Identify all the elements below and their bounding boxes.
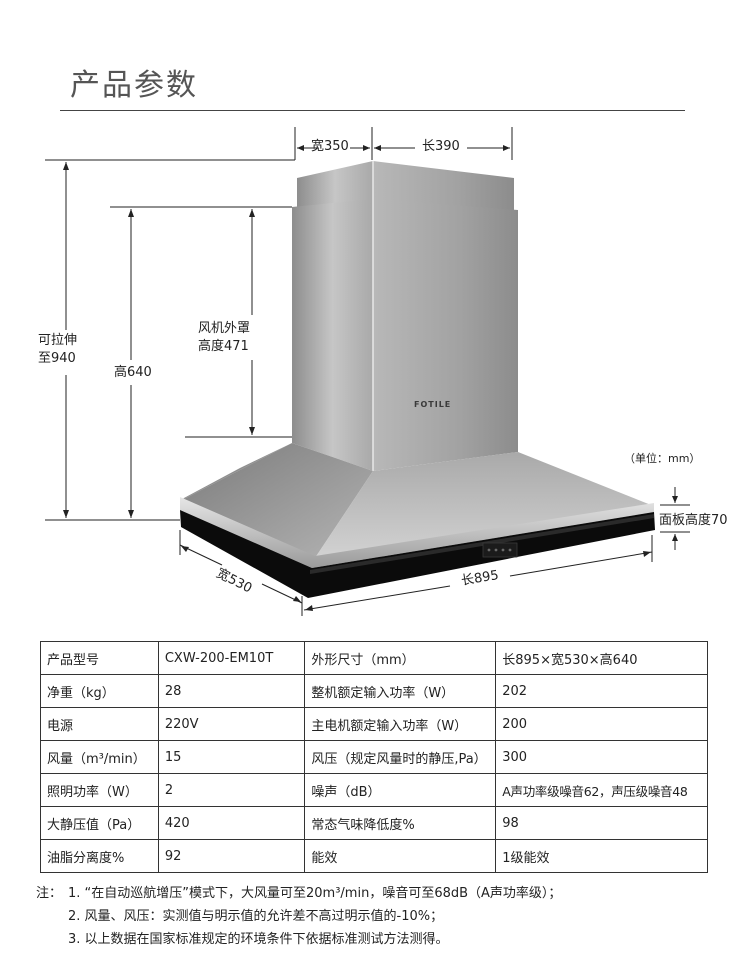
table-row: 油脂分离度% 92 能效 1级能效 — [40, 839, 708, 873]
unit-note: （单位：mm） — [624, 452, 701, 465]
table-row: 大静压值（Pa） 420 常态气味降低度% 98 — [40, 806, 708, 840]
spec-label: 照明功率（W） — [40, 773, 159, 807]
note-text: 3. 以上数据在国家标准规定的环境条件下依据标准测试方法测得。 — [68, 932, 449, 947]
dim-chimney-length: 长390 — [422, 139, 460, 154]
dim-chimney-width: 宽350 — [311, 139, 349, 154]
dim-extendable-line1: 可拉伸 — [38, 333, 78, 348]
spec-label: 风量（m³/min） — [40, 740, 159, 774]
dim-extendable-line2: 至940 — [38, 351, 76, 366]
spec-label: 电源 — [40, 707, 159, 741]
spec-value: 220V — [157, 707, 306, 741]
brand-logo: FOTILE — [414, 400, 452, 409]
range-hood-illustration — [45, 127, 690, 616]
canopy-top-left — [182, 443, 292, 500]
note-text: 2. 风量、风压：实测值与明示值的允许差不高过明示值的-10%； — [68, 909, 444, 924]
title-divider — [60, 110, 685, 111]
spec-value: 202 — [495, 674, 708, 708]
spec-table: 产品型号 CXW-200-EM10T 外形尺寸（mm） 长895×宽530×高6… — [40, 641, 708, 873]
spec-label: 净重（kg） — [40, 674, 159, 708]
spec-value: 300 — [495, 740, 708, 774]
notes-prefix: 注： — [36, 886, 63, 901]
spec-value: 15 — [157, 740, 306, 774]
page-title: 产品参数 — [70, 68, 198, 103]
spec-label: 产品型号 — [40, 641, 159, 675]
spec-value: 2 — [157, 773, 306, 807]
lower-chimney-right — [373, 199, 518, 471]
table-row: 电源 220V 主电机额定输入功率（W） 200 — [40, 707, 708, 741]
spec-value: A声功率级噪音62，声压级噪音48 — [495, 773, 708, 807]
table-row: 净重（kg） 28 整机额定输入功率（W） 202 — [40, 674, 708, 708]
spec-label: 油脂分离度% — [40, 839, 159, 873]
canopy-left-face — [182, 443, 373, 558]
canopy-right-face — [315, 452, 651, 558]
spec-value: 长895×宽530×高640 — [495, 641, 708, 675]
spec-label: 能效 — [304, 839, 497, 873]
dim-height: 高640 — [114, 365, 152, 380]
dim-fan-cover-line1: 风机外罩 — [198, 321, 251, 336]
spec-value: 200 — [495, 707, 708, 741]
canopy-rim — [180, 497, 654, 568]
spec-value: 92 — [157, 839, 306, 873]
spec-label: 主电机额定输入功率（W） — [304, 707, 497, 741]
table-row: 风量（m³/min） 15 风压（规定风量时的静压,Pa） 300 — [40, 740, 708, 774]
spec-label: 大静压值（Pa） — [40, 806, 159, 840]
upper-chimney-right — [373, 161, 514, 215]
spec-value: CXW-200-EM10T — [157, 641, 306, 675]
spec-label: 外形尺寸（mm） — [304, 641, 497, 675]
spec-label: 整机额定输入功率（W） — [304, 674, 497, 708]
spec-label: 常态气味降低度% — [304, 806, 497, 840]
dim-panel-height: 面板高度70 — [659, 513, 728, 528]
control-display — [482, 542, 518, 558]
spec-label: 噪声（dB） — [304, 773, 497, 807]
lower-chimney-left — [292, 199, 373, 471]
table-row: 产品型号 CXW-200-EM10T 外形尺寸（mm） 长895×宽530×高6… — [40, 641, 708, 675]
dim-fan-cover-line2: 高度471 — [198, 339, 249, 354]
spec-value: 28 — [157, 674, 306, 708]
spec-value: 98 — [495, 806, 708, 840]
product-diagram: （单位：mm） FOTILE 宽350 长390 可拉伸 至940 高640 风… — [38, 127, 728, 616]
note-text: 1. “在自动巡航增压”模式下，大风量可至20m³/min，噪音可至68dB（A… — [68, 886, 562, 901]
spec-value: 420 — [157, 806, 306, 840]
spec-value: 1级能效 — [495, 839, 708, 873]
spec-label: 风压（规定风量时的静压,Pa） — [304, 740, 497, 774]
table-row: 照明功率（W） 2 噪声（dB） A声功率级噪音62，声压级噪音48 — [40, 773, 708, 807]
